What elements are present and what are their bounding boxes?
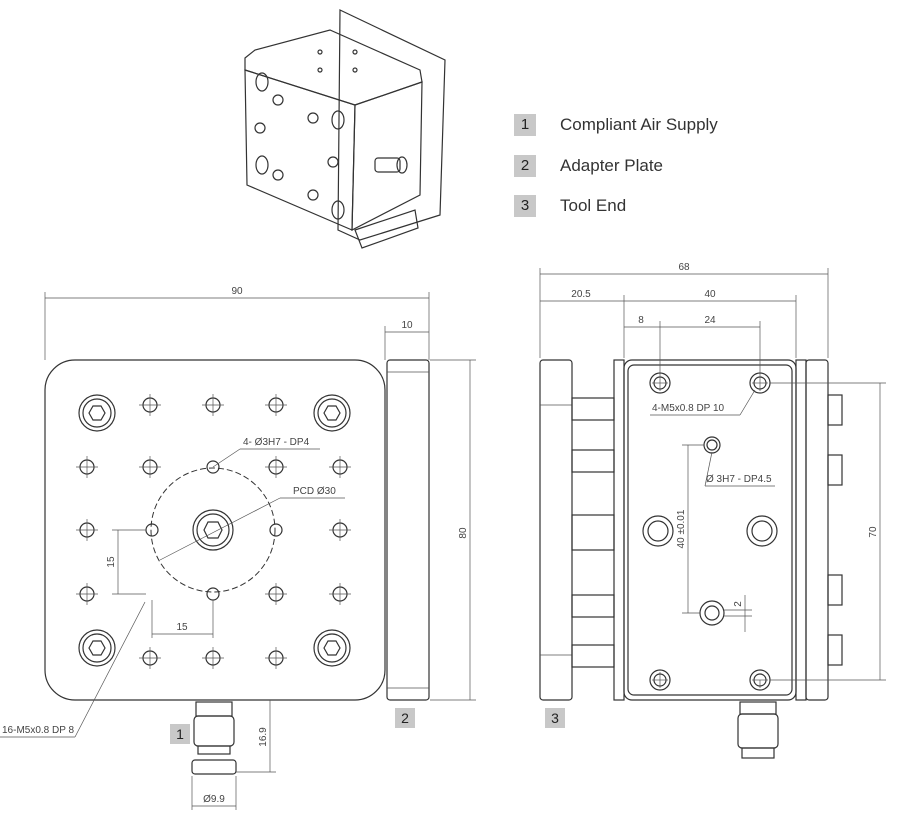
thread-hole bbox=[202, 647, 224, 669]
dim-threads: 16-M5x0.8 DP 8 bbox=[2, 725, 75, 736]
legend-item: 3 Tool End bbox=[514, 195, 814, 217]
legend-number: 3 bbox=[514, 195, 536, 217]
dim-80: 80 bbox=[458, 527, 469, 539]
dim-fitting-dia: Ø9.9 bbox=[203, 794, 225, 805]
isometric-view bbox=[244, 9, 446, 249]
thread-hole bbox=[265, 647, 287, 669]
thread-hole bbox=[76, 456, 98, 478]
dim-90: 90 bbox=[231, 286, 243, 297]
front-view: 90 10 80 4- Ø3H7 - DP4 PCD Ø30 15 15 16-… bbox=[0, 286, 476, 810]
thread-hole bbox=[139, 456, 161, 478]
legend-number: 2 bbox=[514, 154, 536, 177]
legend-item: 2 Adapter Plate bbox=[514, 154, 814, 177]
thread-hole bbox=[202, 394, 224, 416]
legend-item: 1 Compliant Air Supply bbox=[514, 114, 814, 136]
dim-pcd: PCD Ø30 bbox=[293, 486, 336, 497]
thread-hole bbox=[76, 583, 98, 605]
thread-hole bbox=[329, 519, 351, 541]
legend-number: 1 bbox=[514, 114, 536, 136]
dim-15-horizontal: 15 bbox=[176, 622, 188, 633]
side-view: 68 20.5 40 8 24 4-M5x0.8 DP 10 Ø 3H7 - D… bbox=[539, 262, 886, 759]
thread-hole bbox=[265, 394, 287, 416]
dim-70: 70 bbox=[868, 526, 879, 538]
thread-hole bbox=[329, 583, 351, 605]
dim-8: 8 bbox=[638, 315, 644, 326]
dim-20-5: 20.5 bbox=[571, 289, 591, 300]
dim-68: 68 bbox=[678, 262, 690, 273]
dim-10: 10 bbox=[401, 320, 413, 331]
thread-hole bbox=[76, 519, 98, 541]
dim-24: 24 bbox=[704, 315, 716, 326]
legend-label: Adapter Plate bbox=[560, 155, 664, 175]
thread-hole bbox=[139, 647, 161, 669]
dim-side-dowel: Ø 3H7 - DP4.5 bbox=[706, 474, 772, 485]
callout-tool-end: 3 bbox=[545, 708, 565, 728]
dim-slot-2: 2 bbox=[733, 601, 744, 607]
thread-hole bbox=[329, 456, 351, 478]
thread-hole bbox=[265, 583, 287, 605]
dim-15-vertical: 15 bbox=[106, 556, 117, 568]
dim-40-tolerance: 40 ±0.01 bbox=[676, 509, 687, 548]
thread-hole bbox=[139, 394, 161, 416]
legend-label: Compliant Air Supply bbox=[560, 115, 718, 134]
legend-label: Tool End bbox=[560, 196, 627, 215]
parts-legend: 1 Compliant Air Supply 2 Adapter Plate 3… bbox=[514, 114, 814, 236]
thread-hole bbox=[265, 456, 287, 478]
dim-side-threads: 4-M5x0.8 DP 10 bbox=[652, 403, 725, 414]
dim-dowel-holes: 4- Ø3H7 - DP4 bbox=[243, 437, 310, 448]
dim-16-9: 16.9 bbox=[258, 727, 269, 747]
callout-adapter-plate: 2 bbox=[395, 708, 415, 728]
callout-air-supply: 1 bbox=[170, 724, 190, 744]
dim-40: 40 bbox=[704, 289, 716, 300]
